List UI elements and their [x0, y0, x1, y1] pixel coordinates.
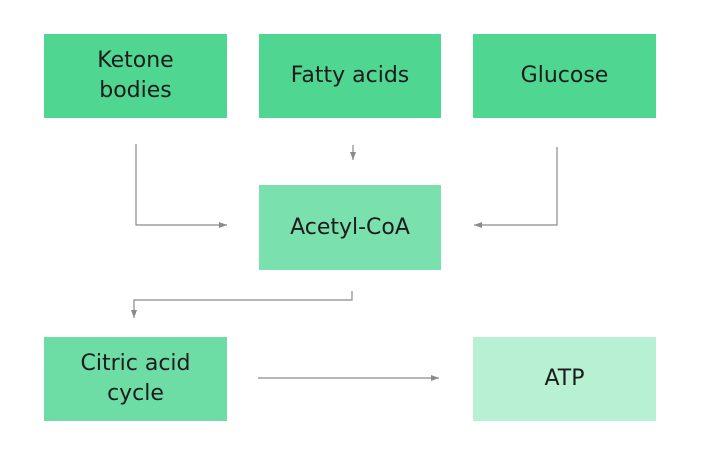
- edge-acetyl-to-citric: [131, 291, 353, 318]
- node-ketone-bodies-label: Ketone bodies: [97, 48, 174, 103]
- node-atp: ATP: [473, 337, 656, 421]
- node-citric-acid-cycle-label: Citric acid cycle: [80, 351, 191, 406]
- node-fatty-acids-label: Fatty acids: [290, 63, 410, 88]
- edge-glucose-to-acetyl: [474, 147, 558, 228]
- node-glucose: Glucose: [473, 34, 656, 118]
- edge-ketone-to-acetyl: [135, 144, 227, 228]
- node-glucose-label: Glucose: [520, 63, 609, 88]
- node-acetyl-coa: Acetyl-CoA: [259, 185, 441, 270]
- node-citric-acid-cycle: Citric acid cycle: [44, 337, 227, 421]
- node-fatty-acids: Fatty acids: [259, 34, 441, 118]
- node-acetyl-coa-label: Acetyl-CoA: [290, 214, 410, 240]
- node-atp-label: ATP: [544, 366, 585, 391]
- node-ketone-bodies: Ketone bodies: [44, 34, 227, 118]
